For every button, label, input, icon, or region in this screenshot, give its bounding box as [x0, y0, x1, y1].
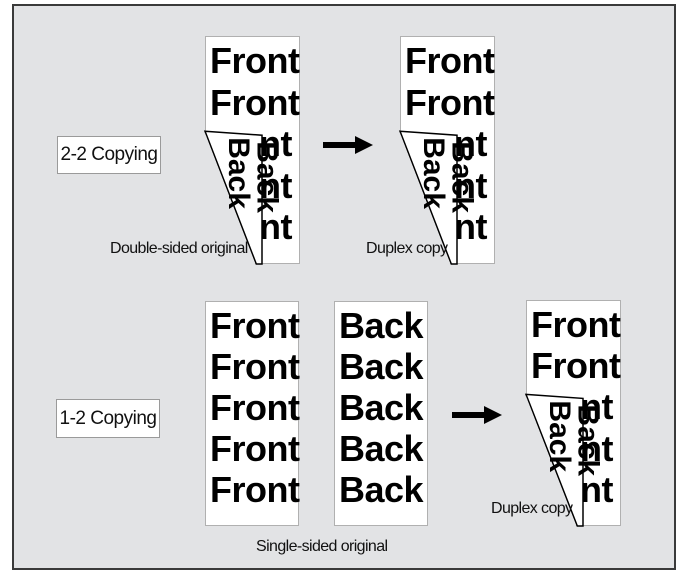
page-word: Front	[210, 40, 300, 81]
arrow-right-icon	[452, 406, 502, 424]
curl-back-word: Back	[417, 137, 450, 209]
page-word: Front	[531, 304, 621, 345]
page-word: Back	[339, 469, 424, 510]
arrow-right-icon	[323, 136, 373, 154]
page-word: Back	[339, 428, 424, 469]
page-word: nt	[259, 206, 292, 248]
page-word: nt	[259, 123, 292, 165]
curl-back-word: Back	[543, 400, 576, 472]
page-word: Front	[210, 81, 300, 123]
page-word: Front	[531, 345, 621, 387]
page-word: Back	[339, 346, 424, 387]
page-word: nt	[454, 164, 487, 206]
page-word: Front	[210, 469, 300, 510]
page-word: nt	[580, 386, 613, 428]
caption-double-sided-original: Double-sided original	[110, 240, 248, 257]
page-word: nt	[259, 164, 292, 206]
caption-duplex-copy-row1: Duplex copy	[366, 240, 448, 257]
curl-back-word-2: Back	[250, 141, 283, 213]
page-word: Back	[339, 305, 424, 346]
page-word: Back	[339, 387, 424, 428]
curl-back-word: Back	[222, 137, 255, 209]
caption-single-sided-original: Single-sided original	[256, 538, 388, 555]
page-word: Front	[405, 40, 495, 81]
page-word: Front	[210, 387, 300, 428]
caption-duplex-copy-row2: Duplex copy	[491, 500, 573, 517]
page-word: Front	[210, 346, 300, 387]
row-label-1-2-copying: 1-2 Copying	[56, 399, 160, 438]
page-word: nt	[580, 468, 613, 510]
page-word: Front	[210, 428, 300, 469]
page-word: nt	[454, 206, 487, 248]
row-label-2-2-copying: 2-2 Copying	[57, 136, 161, 174]
page-word: nt	[580, 427, 613, 469]
page-word: Front	[405, 81, 495, 123]
page-word: nt	[454, 123, 487, 165]
page-word: Front	[210, 305, 300, 346]
curl-back-word-2: Back	[445, 141, 478, 213]
curl-back-word-2: Back	[571, 404, 604, 476]
